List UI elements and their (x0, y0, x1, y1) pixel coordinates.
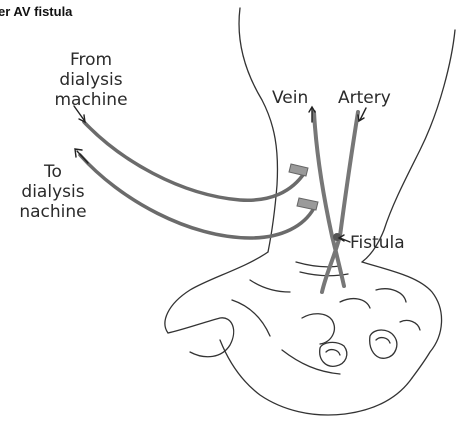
needle-lower (297, 198, 318, 210)
vein-label: Vein (272, 88, 308, 108)
needle-upper (289, 164, 308, 176)
from-label-line2: dialysis (28, 70, 154, 90)
vessels (314, 112, 358, 292)
vein-vessel (314, 112, 344, 286)
to-dialysis-machine-label: To dialysis nachine (0, 162, 116, 222)
fistula-label: Fistula (350, 233, 405, 253)
from-label-line3: machine (28, 90, 154, 110)
from-label-line1: From (28, 50, 154, 70)
to-label-line2: dialysis (0, 182, 116, 202)
to-label-line3: nachine (0, 202, 116, 222)
to-label-line1: To (0, 162, 116, 182)
from-dialysis-machine-label: From dialysis machine (28, 50, 154, 110)
artery-label: Artery (338, 88, 391, 108)
